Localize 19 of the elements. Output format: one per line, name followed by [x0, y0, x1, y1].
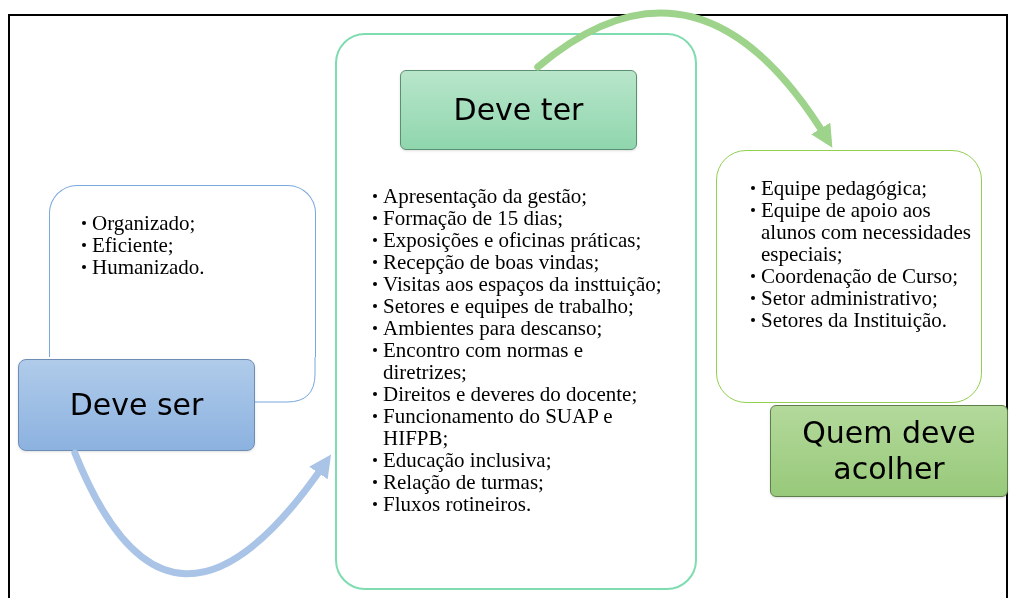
list-item: Funcionamento do SUAP e HIFPB;: [383, 404, 613, 450]
list-item: Setores da Instituição.: [761, 308, 948, 332]
heading-box: [770, 405, 1008, 497]
list-item: Direitos e deveres do docente;: [383, 382, 638, 406]
heading-box: [400, 70, 637, 150]
heading-text: Quem deve acolher: [801, 415, 977, 487]
list-item: Educação inclusiva;: [383, 448, 552, 472]
heading-text: Deve ter: [453, 92, 584, 128]
heading-text: Deve ser: [69, 387, 204, 423]
list-item: Apresentação da gestão;: [383, 184, 588, 208]
curved-arrow: [71, 449, 332, 578]
list-card: [49, 185, 316, 357]
list-item: Organizado;: [92, 211, 196, 235]
list-card: [716, 150, 982, 403]
heading-box: [18, 359, 255, 451]
list-card: [335, 33, 697, 590]
list-item: Humanizado.: [92, 255, 205, 279]
list-item: Equipe pedagógica;: [761, 176, 928, 200]
curved-arrow: [534, 9, 833, 148]
